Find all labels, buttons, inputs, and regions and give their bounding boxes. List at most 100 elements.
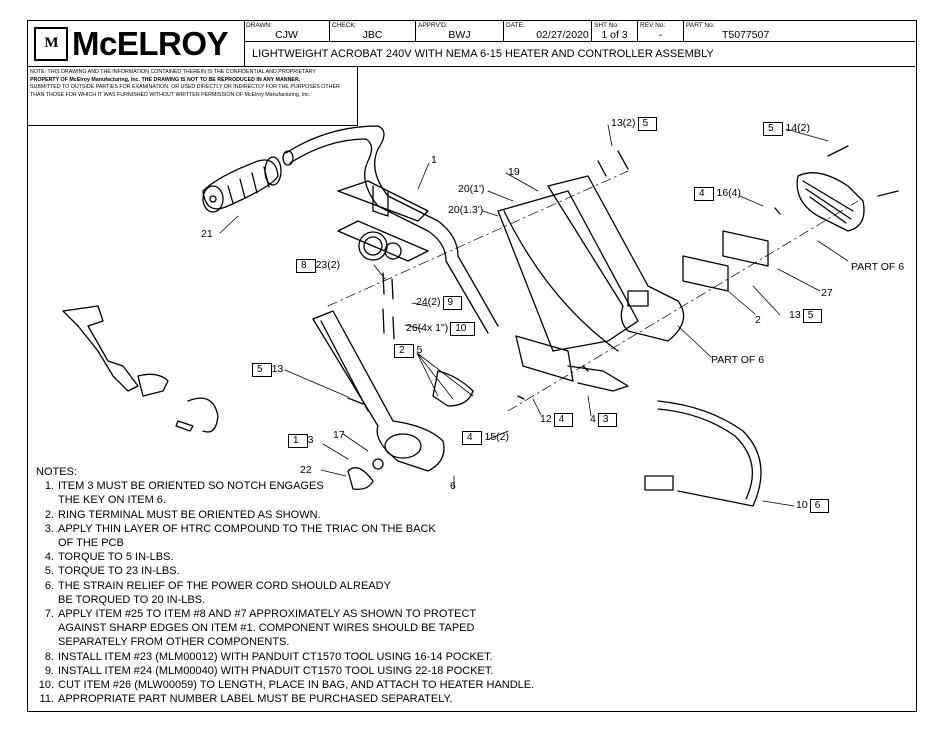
callout-22: 22 — [300, 464, 312, 476]
note-number: 1. — [44, 480, 54, 493]
callout-14: 5 14(2) — [761, 122, 810, 136]
notes-list: 1. ITEM 3 MUST BE ORIENTED SO NOTCH ENGAG… — [36, 479, 534, 706]
note-text: OF THE PCB — [58, 537, 124, 550]
exploded-view-drawing — [62, 124, 899, 507]
note-text: THE STRAIN RELIEF OF THE POWER CORD SHOU… — [58, 579, 391, 592]
handle-tube — [282, 125, 499, 334]
date-value: 02/27/2020 — [536, 29, 589, 41]
notes-block: NOTES: 1. ITEM 3 MUST BE ORIENTED SO NOTC… — [36, 465, 534, 706]
note-item: 2. RING TERMINAL MUST BE ORIENTED AS SHOW… — [36, 508, 534, 522]
heater-plate — [497, 175, 685, 352]
leader-lines — [219, 124, 849, 507]
approved-value: BWJ — [448, 29, 471, 41]
note-text: INSTALL ITEM #23 (MLM00012) WITH PANDUIT… — [58, 650, 493, 663]
note-number: 7. — [44, 608, 54, 621]
part-of-6-right: PART OF 6 — [851, 261, 905, 273]
side-handle — [62, 305, 219, 433]
note-item: 4.TORQUE TO 5 IN-LBS. — [36, 550, 534, 564]
note-item: 5. TORQUE TO 23 IN-LBS. — [36, 564, 534, 578]
drawing-title: LIGHTWEIGHT ACROBAT 240V WITH NEMA 6-15 … — [252, 48, 714, 60]
check-value: JBC — [362, 29, 383, 41]
note-number — [36, 536, 58, 550]
note-item: SEPARATELY FROM OTHER COMPONENTS. — [36, 635, 534, 649]
callout-5: 2 5 — [392, 344, 422, 358]
note-item: THE KEY ON ITEM 6. — [36, 493, 534, 507]
center-lines — [327, 170, 859, 412]
note-text: CUT ITEM #26 (MLW00059) TO LENGTH, PLACE… — [58, 679, 535, 692]
callout-1: 1 — [431, 154, 437, 166]
note-text: RING TERMINAL MUST BE ORIENTED AS SHOWN. — [58, 508, 321, 521]
note-number — [36, 635, 58, 649]
note-text: BE TORQUED TO 20 IN-LBS. — [58, 593, 206, 606]
company-name: McELROY — [72, 24, 229, 62]
callout-27: 27 — [821, 287, 833, 299]
note-number — [36, 621, 58, 635]
note-text: INSTALL ITEM #24 (MLM00040) WITH PNADUIT… — [58, 664, 494, 677]
callout-17: 17 — [333, 429, 345, 441]
callout-19: 19 — [508, 166, 520, 178]
note-text: APPROPRIATE PART NUMBER LABEL MUST BE PU… — [58, 693, 453, 706]
part-of-6-center: PART OF 6 — [711, 354, 765, 366]
note-number: 5. — [44, 565, 54, 578]
callout-20b: 20(1.3') — [448, 204, 484, 216]
sheet-value: 1 of 3 — [601, 29, 628, 41]
note-number: 9. — [44, 664, 54, 677]
rev-value: - — [658, 29, 663, 41]
note-text: TORQUE TO 5 IN-LBS. — [58, 551, 174, 564]
note-number: 10. — [38, 679, 54, 692]
note-text: THE KEY ON ITEM 6. — [58, 494, 166, 507]
note-number: 2. — [44, 508, 54, 521]
callout-13-2: 13(2)5 — [611, 117, 658, 131]
drawing-sheet: M McELROY DRAWN: CJW CHECK: JBC APPRV'D:… — [27, 20, 917, 712]
note-item: 3. APPLY THIN LAYER OF HTRC COMPOUND TO T… — [36, 522, 534, 536]
heater-handle — [312, 310, 445, 490]
callout-6: 6 — [450, 480, 456, 492]
disclaimer-box — [28, 66, 358, 126]
power-cord — [644, 400, 762, 507]
date-cell: DATE: 02/27/2020 — [504, 21, 592, 42]
controller-pcb — [432, 335, 629, 407]
note-number: 8. — [44, 650, 54, 663]
title-block: M McELROY DRAWN: CJW CHECK: JBC APPRV'D:… — [28, 21, 915, 67]
sheet-cell: SHT No: 1 of 3 — [592, 21, 638, 42]
rev-cell: REV No: - — [638, 21, 684, 42]
note-item: 1. ITEM 3 MUST BE ORIENTED SO NOTCH ENGAG… — [36, 479, 534, 493]
check-cell: CHECK: JBC — [330, 21, 416, 42]
part-value: T5077507 — [722, 29, 770, 41]
callout-2: 2 — [755, 314, 761, 326]
note-item: AGAINST SHARP EDGES ON ITEM #1. COMPONEN… — [36, 621, 534, 635]
note-text: APPLY THIN LAYER OF HTRC COMPOUND TO THE… — [58, 522, 436, 535]
notes-heading: NOTES: — [36, 466, 77, 478]
callout-26: 26(4x 1")10 — [406, 322, 476, 336]
grip — [202, 156, 282, 213]
note-item: 8. INSTALL ITEM #23 (MLM00012) WITH PANDU… — [36, 650, 534, 664]
note-number: 6. — [44, 579, 54, 592]
logo-mark: M — [34, 26, 68, 61]
callout-21: 21 — [201, 228, 213, 240]
part-cell: PART No: T5077507 — [684, 21, 915, 42]
note-text: TORQUE TO 23 IN-LBS. — [58, 565, 180, 578]
drawn-cell: DRAWN: CJW — [244, 21, 330, 42]
note-number — [36, 593, 58, 607]
note-item: OF THE PCB — [36, 536, 534, 550]
note-number: 11. — [39, 693, 54, 706]
note-item: 11. APPROPRIATE PART NUMBER LABEL MUST BE… — [36, 692, 534, 706]
callout-20a: 20(1') — [458, 183, 485, 195]
note-item: 6. THE STRAIN RELIEF OF THE POWER CORD SH… — [36, 579, 534, 593]
note-text: APPLY ITEM #25 TO ITEM #8 AND #7 APPROXI… — [58, 608, 477, 621]
note-number: 3. — [44, 522, 54, 535]
note-text: ITEM 3 MUST BE ORIENTED SO NOTCH ENGAGES — [58, 480, 324, 493]
note-text: SEPARATELY FROM OTHER COMPONENTS. — [58, 636, 290, 649]
note-item: 7. APPLY ITEM #25 TO ITEM #8 AND #7 APPRO… — [36, 607, 534, 621]
approved-cell: APPRV'D: BWJ — [416, 21, 504, 42]
disclaimer-text: NOTE: THIS DRAWING AND THE INFORMATION C… — [30, 69, 340, 98]
hardware — [347, 150, 781, 405]
callout-15: 4 15(2) — [460, 431, 509, 445]
drawn-value: CJW — [275, 29, 298, 41]
callout-24: 24(2)9 — [416, 296, 463, 310]
